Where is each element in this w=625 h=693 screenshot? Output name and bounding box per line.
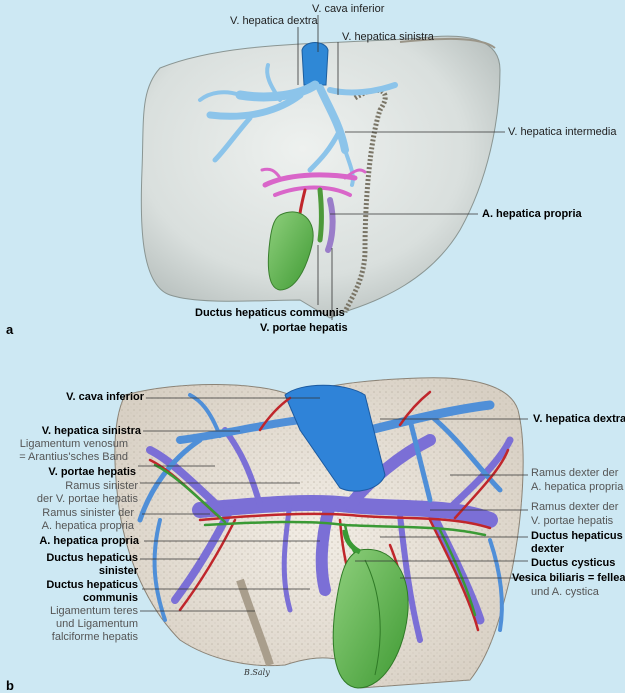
label-b-lig-teres-3: falciforme hepatis xyxy=(51,631,138,643)
label-b-ramus-dex-vp-1: Ramus dexter der xyxy=(531,501,619,513)
leader-lines-a xyxy=(297,15,505,320)
ivc-a xyxy=(301,42,329,86)
label-b-ramus-sin-a-1: Ramus sinister der xyxy=(42,507,134,519)
label-b-v-hepatica-sinistra: V. hepatica sinistra xyxy=(41,425,141,437)
label-b-ductus-cysticus: Ductus cysticus xyxy=(531,557,616,569)
label-b-ramus-dex-vp-2: V. portae hepatis xyxy=(531,515,614,527)
label-b-v-portae-hepatis: V. portae hepatis xyxy=(48,466,136,478)
label-b-lig-teres-2: und Ligamentum xyxy=(56,618,138,630)
label-b-ductus-hep-comm-1: Ductus hepaticus xyxy=(46,579,138,591)
label-a-v-portae-hepatis: V. portae hepatis xyxy=(260,322,348,334)
hepatic-veins-b xyxy=(137,393,504,632)
panel-a-letter: a xyxy=(6,322,14,337)
label-b-ramus-dex-a-2: A. hepatica propria xyxy=(531,481,624,493)
label-b-v-hepatica-dextra: V. hepatica dextra xyxy=(533,413,625,425)
hepatic-veins-a xyxy=(198,63,398,187)
label-b-a-hepatica-propria: A. hepatica propria xyxy=(39,535,139,547)
label-b-lig-venosum-2: = Arantius'sches Band xyxy=(19,451,128,463)
label-a-a-hepatica-propria: A. hepatica propria xyxy=(482,208,582,220)
artist-signature: B.Saly xyxy=(244,668,270,677)
gallbladder-a xyxy=(267,211,314,291)
label-a-v-hepatica-dextra: V. hepatica dextra xyxy=(230,15,318,27)
label-b-v-cava-inferior: V. cava inferior xyxy=(66,391,144,403)
label-b-ductus-hep-dex-1: Ductus hepaticus xyxy=(531,530,623,542)
label-b-ductus-hep-sin-1: Ductus hepaticus xyxy=(46,552,138,564)
label-b-ramus-sin-vp-1: Ramus sinister xyxy=(65,480,138,492)
label-a-v-hepatica-intermedia: V. hepatica intermedia xyxy=(508,126,617,138)
label-b-ramus-sin-vp-2: der V. portae hepatis xyxy=(36,493,138,505)
label-b-vesica-1: Vesica biliaris = fellea xyxy=(512,572,625,584)
label-b-vesica-2: und A. cystica xyxy=(531,586,599,598)
leader-lines-b xyxy=(138,397,528,612)
label-b-ramus-dex-a-1: Ramus dexter der xyxy=(531,467,619,479)
label-b-ramus-sin-a-2: A. hepatica propria xyxy=(41,520,134,532)
label-b-lig-venosum-1: Ligamentum venosum xyxy=(19,438,128,450)
ivc-b xyxy=(284,384,386,492)
label-b-ductus-hep-dex-2: dexter xyxy=(531,543,565,555)
label-b-ductus-hep-sin-2: sinister xyxy=(98,565,138,577)
gallbladder-b xyxy=(332,548,409,689)
hilum-structures-a xyxy=(260,167,367,253)
label-a-v-hepatica-sinistra: V. hepatica sinistra xyxy=(342,31,434,43)
label-b-ductus-hep-comm-2: communis xyxy=(82,592,138,604)
label-a-ductus-hepaticus-communis: Ductus hepaticus communis xyxy=(195,307,345,319)
panel-b-letter: b xyxy=(6,678,14,693)
panel-b-liver xyxy=(114,377,528,689)
panel-a-liver xyxy=(140,15,505,320)
label-a-v-cava-inferior: V. cava inferior xyxy=(312,3,385,15)
label-b-lig-teres-1: Ligamentum teres xyxy=(49,605,138,617)
